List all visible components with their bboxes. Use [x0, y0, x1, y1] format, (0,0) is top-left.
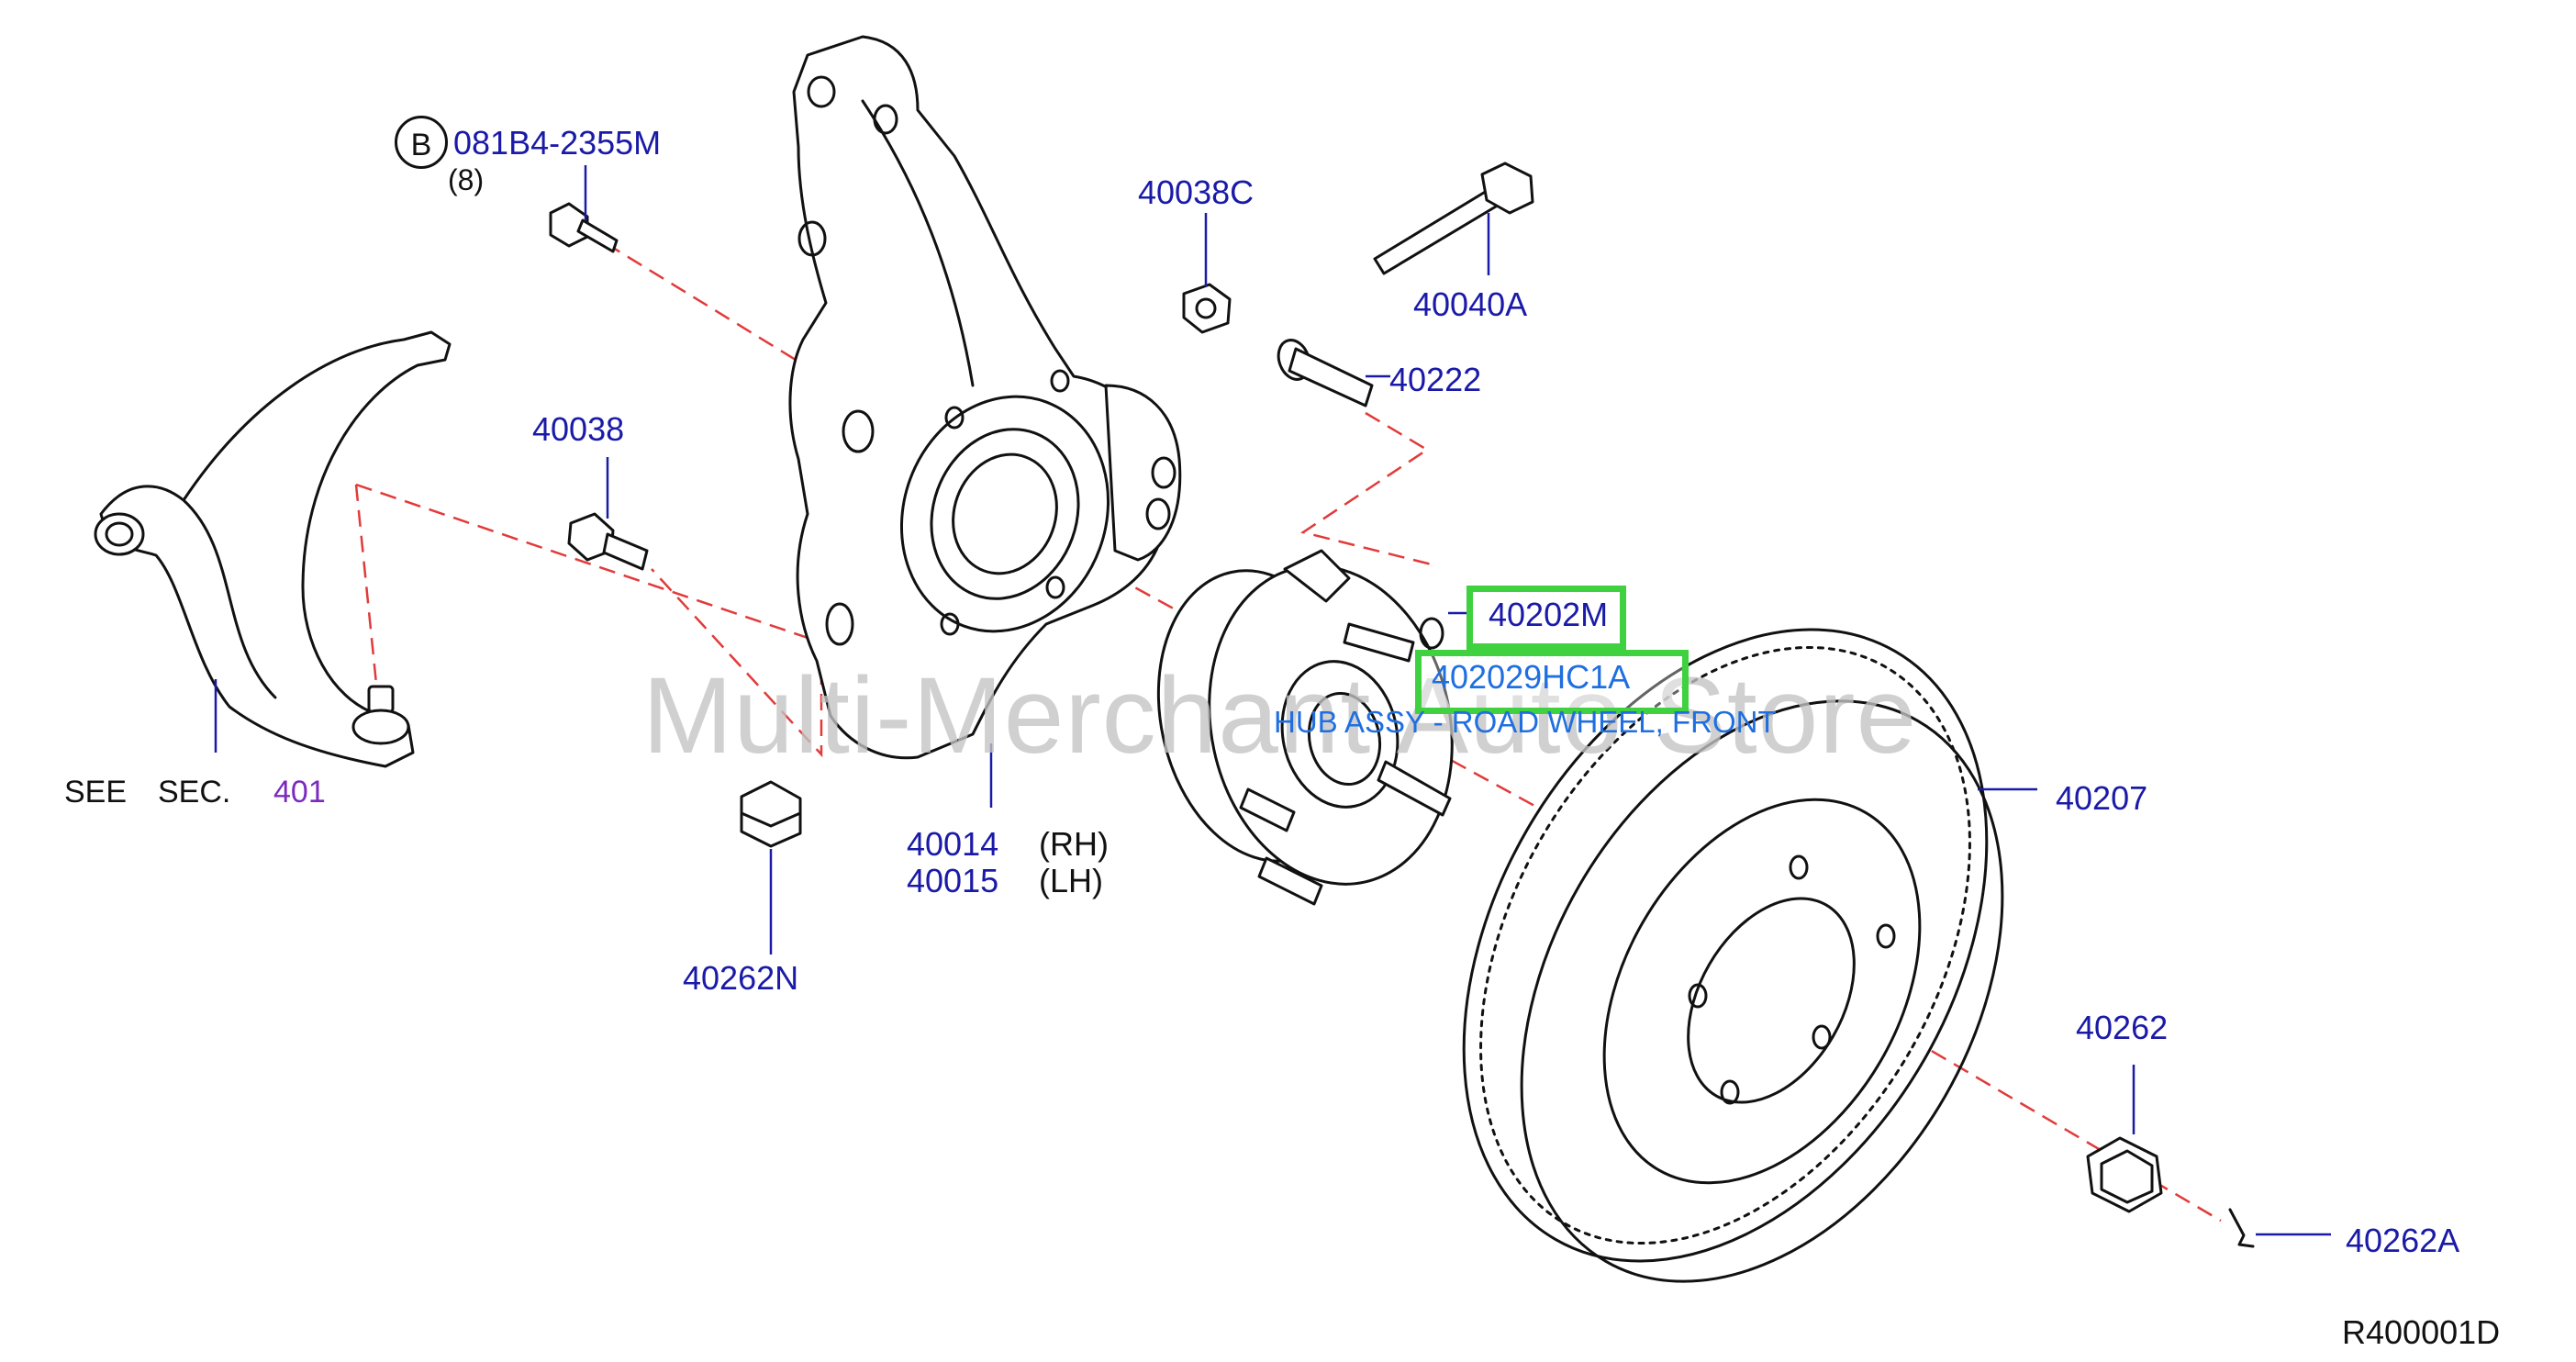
label-40262[interactable]: 40262: [2076, 1009, 2169, 1046]
label-40038[interactable]: 40038: [532, 410, 625, 448]
leader-lines: [214, 165, 2331, 1236]
nut-40262n: [740, 780, 802, 848]
lower-control-arm: [94, 330, 452, 768]
label-40222[interactable]: 40222: [1389, 361, 1482, 398]
highlight-box-40202m: [1466, 586, 1626, 650]
axle-nut-40262: [2086, 1136, 2163, 1213]
flange-bolt-081b4-2355m: [549, 202, 619, 253]
steering-knuckle: [788, 35, 1182, 760]
label-40262n[interactable]: 40262N: [683, 959, 799, 997]
label-402029hc1a[interactable]: 402029HC1A: [1432, 658, 1631, 696]
nut-40038c: [1182, 283, 1232, 334]
reference-circle-letter: B: [395, 116, 448, 169]
label-40040a[interactable]: 40040A: [1413, 285, 1528, 323]
label-40015[interactable]: 40015: [907, 862, 999, 899]
drawing-code: R400001D: [2342, 1313, 2501, 1351]
wheel-stud-40222: [1277, 339, 1374, 407]
hub-assembly: [1156, 549, 1454, 906]
cotter-pin-40262a: [2228, 1208, 2255, 1248]
label-rh: (RH): [1039, 825, 1109, 863]
label-40262a[interactable]: 40262A: [2346, 1222, 2460, 1259]
label-bolt-quantity: (8): [448, 163, 485, 196]
label-40038c[interactable]: 40038C: [1138, 173, 1255, 211]
label-hub-description: HUB ASSY - ROAD WHEEL, FRONT: [1274, 705, 1777, 739]
label-40202m[interactable]: 40202M: [1489, 596, 1609, 633]
label-sec: SEC.: [158, 775, 231, 809]
highlight-box-402029hc1a: [1415, 650, 1689, 714]
label-081b4-2355m[interactable]: 081B4-2355M: [453, 124, 662, 162]
watermark-text: Multi-Merchant Auto Store: [642, 655, 1918, 776]
brake-rotor: [1462, 628, 2004, 1283]
label-40207[interactable]: 40207: [2056, 779, 2148, 817]
label-40014[interactable]: 40014: [907, 825, 999, 863]
label-see: SEE: [64, 775, 128, 809]
bolt-40038: [567, 512, 649, 571]
link-section-401[interactable]: 401: [273, 775, 326, 809]
label-lh: (LH): [1039, 862, 1103, 899]
bolt-40040a: [1373, 162, 1534, 275]
